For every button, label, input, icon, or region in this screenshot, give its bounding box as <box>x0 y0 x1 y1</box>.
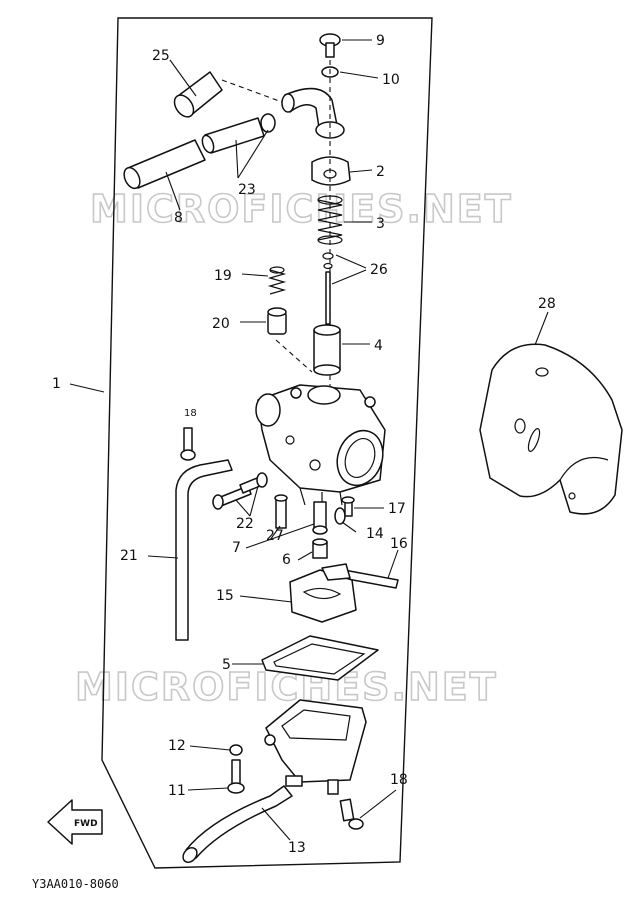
callout-14: 14 <box>366 526 384 542</box>
callout-23: 23 <box>238 182 256 198</box>
part-17-screw <box>341 496 355 517</box>
part-26-needle <box>322 252 334 325</box>
cable-guide-elbow <box>281 87 345 139</box>
part-5-gasket <box>261 635 379 681</box>
part-23-sleeve <box>201 113 276 154</box>
carburetor-body <box>255 384 386 506</box>
part-20-plug <box>267 307 287 335</box>
fwd-label: FWD <box>74 819 98 829</box>
callout-5: 5 <box>222 657 231 673</box>
callout-8: 8 <box>174 210 183 226</box>
callout-19: 19 <box>214 268 232 284</box>
part-13-drain-hose <box>182 785 293 863</box>
callout-17: 17 <box>388 501 406 517</box>
assembly-boundary <box>101 17 433 869</box>
figure-code: Y3AA010-8060 <box>32 877 119 891</box>
watermark-top: MICROFICHES.NET <box>90 187 513 231</box>
callout-25: 25 <box>152 48 170 64</box>
callout-26: 26 <box>370 262 388 278</box>
callout-16: 16 <box>390 536 408 552</box>
part-28-cover <box>479 343 623 515</box>
part-7-main-jet <box>312 501 328 535</box>
callout-10: 10 <box>382 72 400 88</box>
part-14-washer <box>334 507 346 525</box>
part-27-jet <box>274 494 288 529</box>
fwd-direction-arrow: FWD <box>47 799 103 845</box>
callout-4: 4 <box>374 338 383 354</box>
part-19-spring <box>267 266 287 295</box>
part-15-float <box>289 563 357 623</box>
part-4-throttle-valve <box>313 324 341 376</box>
part-18-drain-screw <box>339 798 364 830</box>
part-22-screws <box>212 472 268 510</box>
callout-21: 21 <box>120 548 138 564</box>
part-25-cap <box>173 71 223 118</box>
callout-20: 20 <box>212 316 230 332</box>
callout-6: 6 <box>282 552 291 568</box>
callout-12: 12 <box>168 738 186 754</box>
callout-27: 27 <box>266 528 284 544</box>
leader-lines <box>69 39 549 841</box>
part-12-washer <box>229 744 243 756</box>
callout-3: 3 <box>376 216 385 232</box>
part-3-spring <box>317 195 343 245</box>
part-6-jet <box>312 538 328 559</box>
callout-2: 2 <box>376 164 385 180</box>
part-9-screw <box>319 33 341 58</box>
part-21-tube <box>175 459 233 641</box>
callout-15: 15 <box>216 588 234 604</box>
callout-18-lower: 18 <box>390 772 408 788</box>
callout-13: 13 <box>288 840 306 856</box>
part-8-boot <box>123 139 206 190</box>
part-11-screw <box>227 759 245 794</box>
callout-11: 11 <box>168 783 186 799</box>
callout-labels: 9 10 2 3 26 19 20 4 1 25 23 8 18 22 21 2… <box>52 33 556 856</box>
callout-1: 1 <box>52 376 61 392</box>
callout-7: 7 <box>232 540 241 556</box>
guide-line-plug <box>275 339 313 373</box>
part-18-pilot-screw-upper <box>180 427 196 461</box>
callout-9: 9 <box>376 33 385 49</box>
callout-22: 22 <box>236 516 254 532</box>
guide-line-cap <box>221 79 283 103</box>
callout-28: 28 <box>538 296 556 312</box>
part-2-plate <box>311 156 351 186</box>
float-chamber-bowl <box>264 699 367 795</box>
callout-18-upper: 18 <box>184 408 197 419</box>
